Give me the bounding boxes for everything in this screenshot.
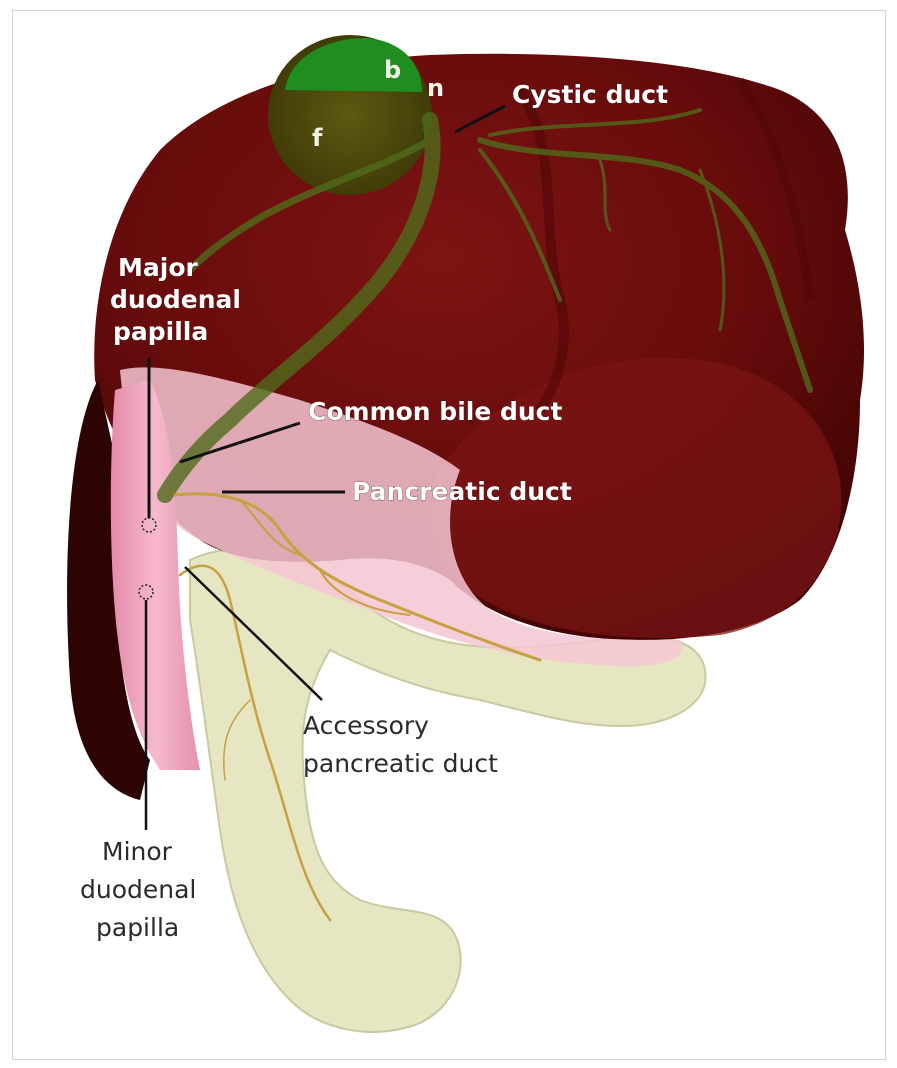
label-pancreatic-duct: Pancreatic duct (352, 477, 572, 506)
label-n: n (427, 74, 444, 102)
label-b: b (384, 56, 401, 84)
label-f: f (312, 124, 323, 152)
label-accessory-duct: Accessory pancreatic duct (303, 711, 498, 778)
label-minor-papilla: Minor duodenal papilla (80, 837, 204, 942)
label-cystic-duct: Cystic duct (512, 80, 668, 109)
gallbladder-fundus (285, 38, 422, 92)
label-common-bile-duct: Common bile duct (308, 397, 563, 426)
